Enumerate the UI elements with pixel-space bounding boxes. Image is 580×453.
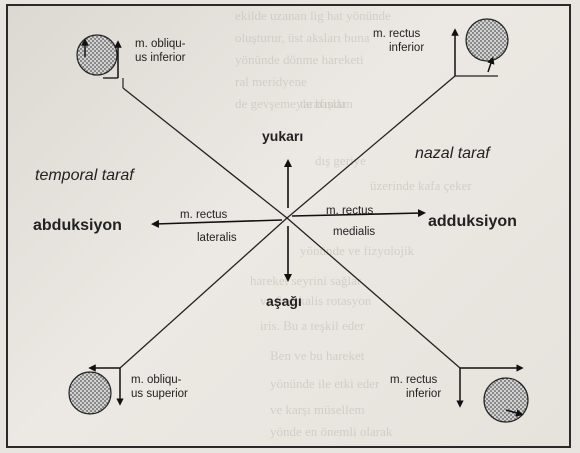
label-adduksiyon: adduksiyon — [428, 213, 517, 230]
svg-text:Ben ve bu hareket: Ben ve bu hareket — [270, 348, 365, 363]
arrow-right — [291, 209, 426, 218]
label-yukari: yukarı — [262, 128, 303, 144]
label-rectus-inferior-top-1: m. rectus — [373, 28, 421, 40]
diagonal-bl — [119, 217, 288, 369]
diagonal-tl — [122, 87, 288, 219]
svg-text:oluşturur, üst aksları buna: oluşturur, üst aksları buna — [235, 30, 370, 45]
svg-text:yönünde ile etki eder: yönünde ile etki eder — [270, 376, 380, 391]
svg-text:ve 8. dikalis rotasyon: ve 8. dikalis rotasyon — [260, 293, 372, 308]
arrow-left — [151, 219, 283, 228]
label-nazal-taraf: nazal taraf — [415, 145, 491, 162]
eye-bottom-right — [456, 364, 529, 423]
svg-text:ekilde uzanan lig hat yönünde: ekilde uzanan lig hat yönünde — [235, 8, 391, 23]
svg-text:dış geriye: dış geriye — [315, 153, 366, 168]
svg-text:tarafından: tarafından — [300, 96, 353, 111]
eye-top-left — [76, 34, 124, 88]
label-obliquus-inferior-1: m. obliqu- — [135, 38, 186, 50]
horizontal-arrows — [151, 209, 426, 228]
label-rectus-inferior-top-2: inferior — [389, 42, 424, 54]
svg-text:iris. Bu a teşkil eder: iris. Bu a teşkil eder — [260, 318, 365, 333]
label-rectus-medialis-1: m. rectus — [326, 205, 374, 217]
label-rectus-inferior-bottom-2: inferior — [406, 388, 441, 400]
diagonal-br — [286, 217, 461, 369]
eye-bottom-left — [68, 364, 124, 415]
svg-text:ve karşı müsellem: ve karşı müsellem — [270, 402, 365, 417]
label-rectus-lateralis-1: m. rectus — [180, 209, 228, 221]
eye-top-right — [451, 18, 509, 77]
svg-text:üzerinde kafa çeker: üzerinde kafa çeker — [370, 178, 472, 193]
label-obliquus-superior-2: us superior — [131, 388, 188, 400]
label-temporal-taraf: temporal taraf — [35, 167, 135, 184]
svg-text:yönünde dönme hareketi: yönünde dönme hareketi — [235, 52, 364, 67]
label-abduksiyon: abduksiyon — [33, 217, 122, 234]
diagonal-tr — [286, 75, 456, 219]
svg-text:de gevşemeyle başlar: de gevşemeyle başlar — [235, 96, 347, 111]
label-rectus-inferior-bottom-1: m. rectus — [390, 374, 438, 386]
label-asagi: aşağı — [266, 293, 302, 309]
svg-text:yönde en önemli olarak: yönde en önemli olarak — [270, 424, 393, 439]
svg-text:yönünde ve fizyolojik: yönünde ve fizyolojik — [300, 243, 415, 258]
svg-text:hareket seyrini sağlar: hareket seyrini sağlar — [250, 273, 362, 288]
label-obliquus-superior-1: m. obliqu- — [131, 374, 182, 386]
background-text: ekilde uzanan lig hat yönünde oluşturur,… — [235, 8, 472, 439]
label-rectus-lateralis-2: lateralis — [197, 232, 237, 244]
diagonal-lines — [119, 75, 461, 369]
svg-text:ral meridyene: ral meridyene — [235, 74, 307, 89]
label-obliquus-inferior-2: us inferior — [135, 52, 186, 64]
label-rectus-medialis-2: medialis — [333, 226, 375, 238]
